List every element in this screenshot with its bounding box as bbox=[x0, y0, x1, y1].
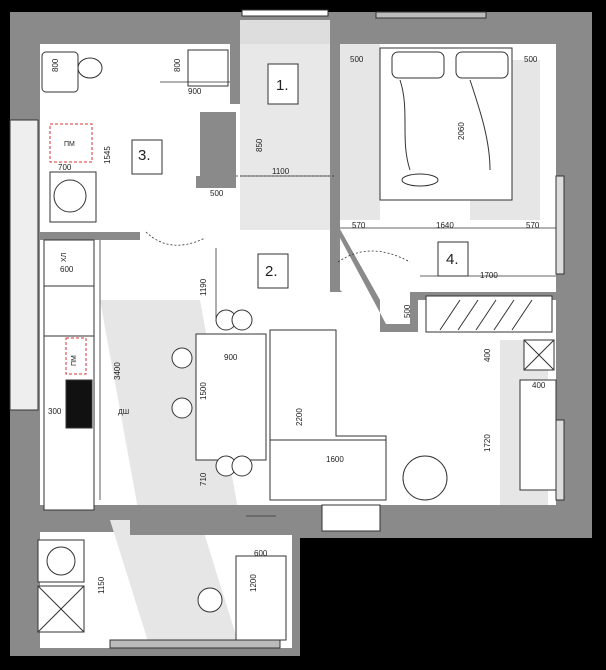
room-2-box bbox=[257, 253, 289, 289]
dim-label: 570 bbox=[526, 221, 540, 230]
dim-label: 300 bbox=[48, 407, 62, 416]
code-dsh: ДШ bbox=[118, 409, 129, 416]
shadows bbox=[100, 20, 548, 648]
dim-label: 1190 bbox=[199, 278, 208, 296]
dim-label: 700 bbox=[58, 163, 72, 172]
room-1-label: 1. bbox=[276, 77, 289, 94]
room-3-label: 3. bbox=[138, 147, 151, 164]
dim-label: 400 bbox=[483, 348, 492, 362]
dim-label: 1500 bbox=[199, 382, 208, 400]
dim-label: 400 bbox=[532, 381, 546, 390]
room-2-label: 2. bbox=[265, 263, 278, 280]
dim-label: 1720 bbox=[483, 434, 492, 452]
dim-label: 500 bbox=[350, 55, 364, 64]
dim-label: 500 bbox=[524, 55, 538, 64]
code-xl: ХЛ bbox=[61, 252, 68, 262]
fixture-codes: ПМ ХЛ ПМ ДШ bbox=[61, 141, 129, 416]
dim-label: 2060 bbox=[457, 122, 466, 140]
balcony bbox=[37, 539, 287, 641]
room-markers: 1. 2. 3. 4. bbox=[131, 63, 469, 289]
dim-label: 1545 bbox=[103, 146, 112, 164]
dim-label: 1640 bbox=[436, 221, 454, 230]
dim-label: 1100 bbox=[272, 167, 290, 176]
dim-label: 600 bbox=[60, 265, 74, 274]
dim-label: 800 bbox=[51, 58, 60, 72]
dimension-labels: 800 800 900 850 1100 500 500 500 2060 15… bbox=[48, 55, 546, 594]
room-4-box bbox=[437, 241, 469, 277]
dim-label: 800 bbox=[173, 58, 182, 72]
bathroom-fixtures bbox=[41, 49, 229, 223]
dim-label: 570 bbox=[352, 221, 366, 230]
dim-label: 900 bbox=[188, 87, 202, 96]
dim-label: 1150 bbox=[97, 576, 106, 594]
dim-label: 3400 bbox=[113, 362, 122, 380]
dim-label: 600 bbox=[254, 549, 268, 558]
code-pm-kitchen: ПМ bbox=[71, 355, 78, 366]
dim-label: 1700 bbox=[480, 271, 498, 280]
sofa bbox=[269, 329, 448, 501]
dining-set bbox=[171, 309, 267, 477]
bed bbox=[379, 47, 513, 201]
dim-label: 500 bbox=[210, 189, 224, 198]
dim-label: 1600 bbox=[326, 455, 344, 464]
windows bbox=[9, 9, 565, 649]
wardrobe bbox=[425, 295, 557, 491]
room-1-box bbox=[267, 63, 299, 105]
dim-label: 850 bbox=[255, 138, 264, 152]
room-3-box bbox=[131, 139, 163, 175]
dim-label: 1200 bbox=[249, 574, 258, 592]
dim-label: 500 bbox=[403, 304, 412, 318]
dim-label: 710 bbox=[199, 472, 208, 486]
dim-label: 900 bbox=[224, 353, 238, 362]
kitchen bbox=[43, 239, 95, 511]
dim-label: 2200 bbox=[295, 408, 304, 426]
room-4-label: 4. bbox=[446, 251, 459, 268]
code-pm-bath: ПМ bbox=[64, 141, 75, 148]
